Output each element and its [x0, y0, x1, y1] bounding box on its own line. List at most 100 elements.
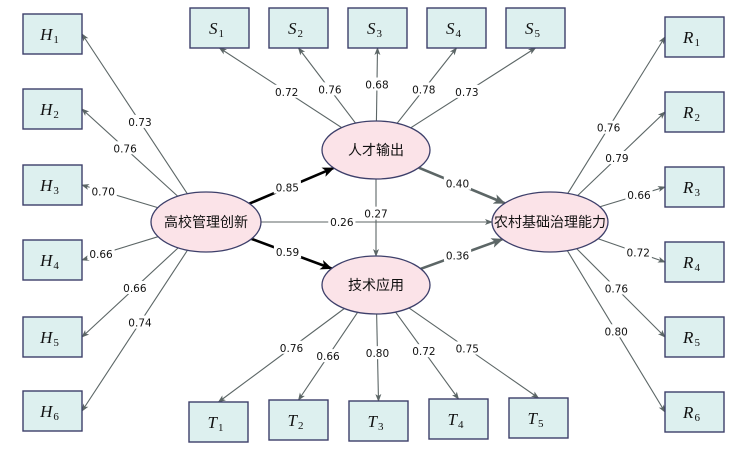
indicator-r2: R2	[664, 91, 725, 133]
coef-labels-layer: 0.73 0.76 0.70 0.66 0.66 0.74 0.72 0.76 0.68 0.78…	[87, 77, 653, 363]
indicator-box	[347, 7, 408, 49]
indicator-subscript: 1	[219, 28, 225, 40]
indicator-box	[22, 239, 83, 281]
loading-label-s4-bg	[410, 82, 438, 96]
loading-label-r4-bg	[624, 245, 652, 259]
loading-label-r1-bg	[594, 120, 623, 134]
indicator-box	[428, 398, 489, 440]
loading-label-t3: 0.80	[366, 348, 389, 360]
indicator-subscript: 5	[538, 418, 544, 430]
indicator-subscript: 2	[53, 109, 59, 121]
loading-label-r3: 0.66	[627, 190, 651, 202]
path-coef-hm-rc-bg	[273, 180, 301, 194]
loading-label-r1: 0.76	[597, 123, 621, 135]
path-coef-rc-nc-bg	[443, 176, 472, 190]
indicator-subscript: 1	[218, 422, 224, 434]
loading-label-s4: 0.78	[412, 84, 435, 96]
indicator-subscript: 4	[456, 28, 462, 40]
indicator-box	[664, 316, 725, 358]
indicator-s4: S4	[426, 7, 487, 49]
loading-label-r4: 0.72	[627, 248, 650, 260]
indicator-box	[22, 13, 83, 55]
indicator-t4: T4	[428, 398, 489, 440]
indicator-s2: S2	[268, 7, 329, 49]
latent-label-rc: 人才输出	[348, 143, 404, 159]
indicator-box	[664, 391, 725, 433]
latent-label-hm: 高校管理创新	[164, 214, 248, 231]
indicator-subscript: 2	[298, 420, 304, 432]
latent-nc	[491, 191, 609, 253]
loading-label-s5: 0.73	[455, 87, 478, 99]
indicator-box	[22, 88, 83, 130]
latent-hm	[150, 191, 262, 253]
latent-label-nc: 农村基础治理能力	[494, 214, 606, 231]
indicator-box	[664, 166, 725, 208]
loading-label-s1: 0.72	[275, 87, 298, 99]
indicator-s1: S1	[189, 7, 250, 49]
loading-label-s1-bg	[273, 84, 301, 98]
indicator-box	[268, 7, 329, 49]
indicator-h2: H2	[22, 88, 83, 130]
indicator-box	[22, 164, 83, 206]
indicator-t5: T5	[508, 397, 569, 439]
indicator-r3: R3	[664, 166, 725, 208]
loading-arrow-r1	[567, 36, 666, 194]
loading-label-h3: 0.70	[92, 186, 115, 198]
indicator-box	[664, 16, 725, 58]
loading-label-h6-bg	[126, 315, 154, 329]
loading-label-r5-bg	[602, 281, 631, 295]
indicator-h1: H1	[22, 13, 83, 55]
loading-label-r5: 0.76	[605, 283, 629, 295]
loading-label-s5-bg	[453, 84, 481, 98]
latent-rc	[321, 120, 431, 180]
loading-label-t4-bg	[410, 344, 438, 358]
loading-label-r6: 0.80	[604, 326, 627, 338]
loading-label-t3-bg	[363, 346, 392, 360]
indicator-box	[505, 7, 566, 49]
loading-label-t1-bg	[277, 340, 306, 354]
path-coef-rc-js: 0.27	[364, 209, 387, 221]
path-coef-rc-js-bg	[362, 206, 390, 220]
loading-arrow-h1	[81, 33, 188, 195]
path-coef-hm-nc-bg	[328, 215, 356, 228]
loading-label-t2: 0.66	[316, 351, 340, 363]
loading-label-h2: 0.76	[113, 143, 137, 155]
path-coef-js-nc-bg	[443, 248, 472, 262]
loading-label-h5-bg	[121, 280, 149, 294]
indicator-box	[22, 390, 83, 432]
loading-label-h6: 0.74	[128, 318, 152, 330]
indicator-box	[426, 7, 487, 49]
indicator-subscript: 6	[53, 411, 59, 423]
loading-label-h2-bg	[111, 141, 139, 155]
loading-label-h1: 0.73	[128, 117, 151, 129]
indicator-box	[188, 401, 249, 443]
loading-label-s3-bg	[363, 77, 391, 91]
indicator-box	[268, 399, 329, 441]
indicator-t2: T2	[268, 399, 329, 441]
indicator-subscript: 5	[694, 337, 700, 349]
indicator-h6: H6	[22, 390, 83, 432]
indicator-subscript: 4	[458, 419, 464, 431]
indicator-subscript: 1	[53, 34, 59, 46]
indicator-subscript: 2	[694, 112, 700, 124]
indicator-r4: R4	[664, 241, 725, 283]
loading-label-t2-bg	[314, 349, 342, 363]
path-coef-hm-js-bg	[273, 245, 302, 259]
path-coef-hm-rc: 0.85	[276, 183, 299, 195]
loading-label-t5-bg	[453, 341, 481, 355]
loading-arrow-h6	[81, 249, 188, 412]
loading-label-t4: 0.72	[412, 346, 435, 358]
loading-label-r3-bg	[625, 187, 653, 201]
loading-label-s3: 0.68	[365, 80, 388, 92]
path-coef-js-nc: 0.36	[446, 250, 470, 262]
indicator-box	[189, 7, 250, 49]
indicator-subscript: 6	[694, 412, 700, 424]
indicator-subscript: 3	[378, 421, 384, 433]
indicator-subscript: 2	[298, 28, 304, 40]
indicator-box	[508, 397, 569, 439]
indicator-t3: T3	[348, 400, 409, 442]
indicator-box	[348, 400, 409, 442]
indicator-r6: R6	[664, 391, 725, 433]
indicator-h4: H4	[22, 239, 83, 281]
